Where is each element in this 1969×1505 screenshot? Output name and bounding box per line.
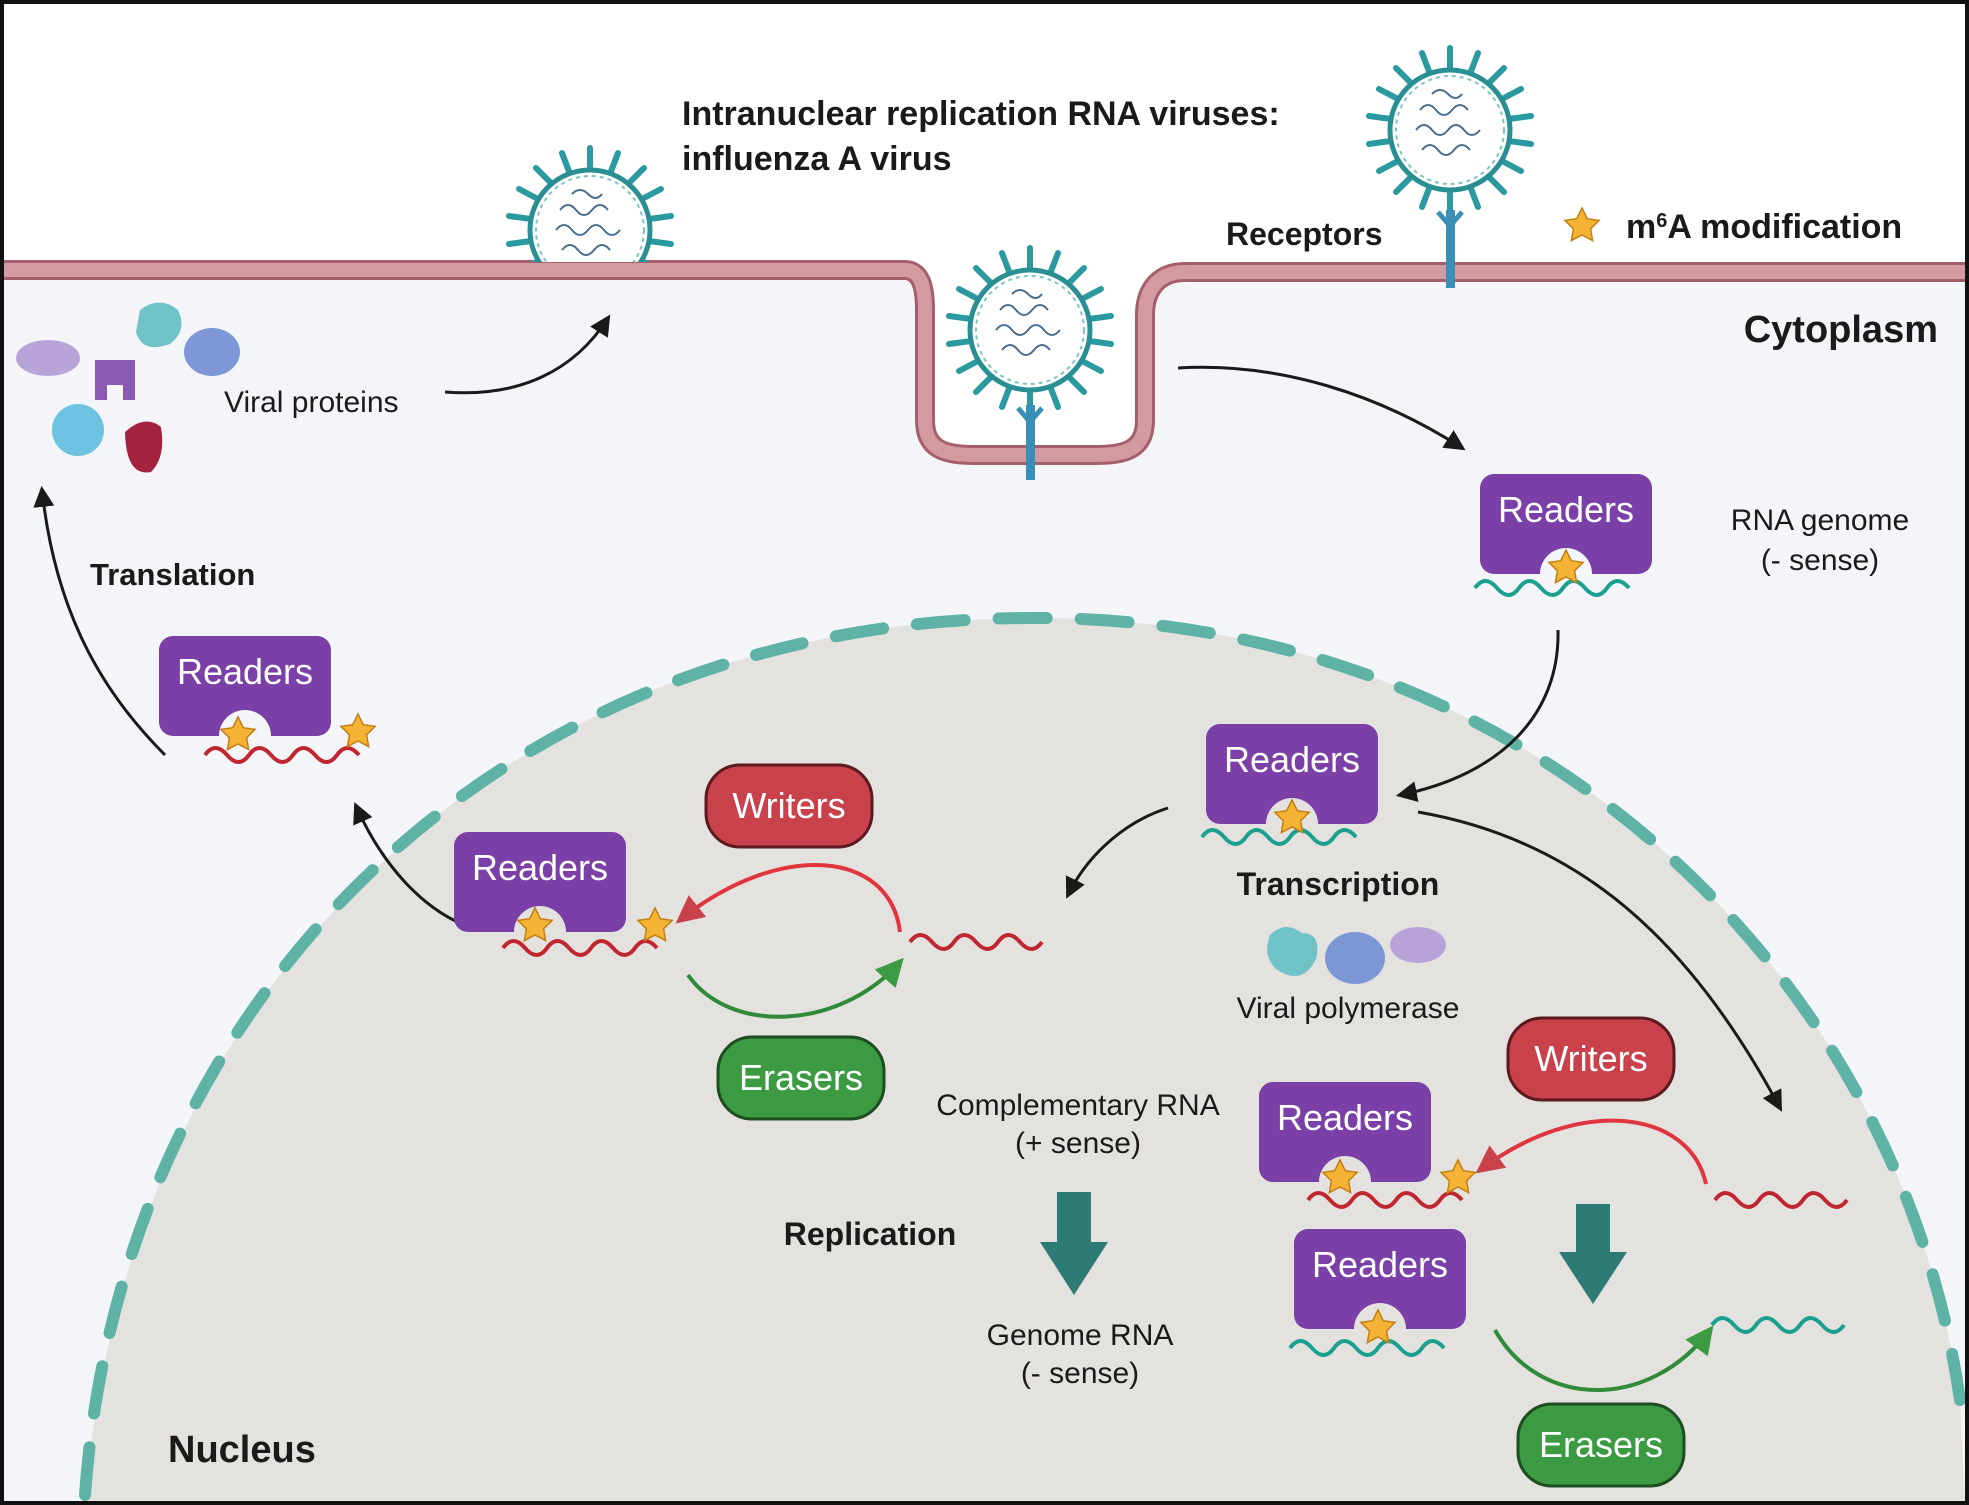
svg-text:Writers: Writers <box>732 785 845 826</box>
diagram-title-line2: influenza A virus <box>682 140 952 178</box>
erasers-box-right: Erasers <box>1516 1402 1686 1488</box>
viral-polymerase-label: Viral polymerase <box>1237 992 1460 1025</box>
arrow-to-mrna <box>1065 806 1169 899</box>
svg-text:Readers: Readers <box>1277 1097 1413 1138</box>
svg-text:Readers: Readers <box>1224 739 1360 780</box>
viral-proteins-label: Viral proteins <box>224 386 399 419</box>
arrow-to-replication <box>1417 810 1782 1112</box>
readers-box-crna: Readers <box>1259 1082 1476 1194</box>
erasers-box-left: Erasers <box>716 1035 886 1121</box>
complementary-rna-label-line2: (+ sense) <box>1015 1127 1141 1160</box>
writers-box-left: Writers <box>704 763 874 849</box>
export-mrna-strand <box>203 746 361 764</box>
translation-label: Translation <box>90 557 255 592</box>
svg-text:Erasers: Erasers <box>739 1057 863 1098</box>
arrow-proteins-to-budding <box>444 314 611 395</box>
diagram-title-line1: Intranuclear replication RNA viruses: <box>682 95 1280 133</box>
replication-label: Replication <box>784 1216 956 1252</box>
readers-box-mrna: Readers <box>454 832 673 942</box>
transcription-strand <box>1200 828 1358 846</box>
replication-arrow-left <box>1040 1192 1108 1295</box>
receptors-label: Receptors <box>1226 216 1383 252</box>
vrna-strand <box>1710 1316 1846 1334</box>
complementary-rna-label-line1: Complementary RNA <box>936 1089 1219 1122</box>
writer-cycle-arrow-right <box>1475 1118 1708 1185</box>
svg-text:Readers: Readers <box>472 847 608 888</box>
nuclear-envelope <box>79 611 1966 1501</box>
svg-text:Readers: Readers <box>1312 1244 1448 1285</box>
arrow-genome-to-nucleus <box>1395 629 1560 802</box>
receptor-icon-endocytosed <box>1016 405 1044 480</box>
methylated-crna-strand <box>1306 1191 1464 1209</box>
svg-text:Readers: Readers <box>177 651 313 692</box>
viral-proteins-icon <box>16 302 240 473</box>
arrow-to-export <box>353 802 473 930</box>
writers-box-right: Writers <box>1506 1016 1676 1102</box>
arrow-translation <box>33 485 167 757</box>
rna-genome-label-line2: (- sense) <box>1761 544 1879 577</box>
svg-text:Erasers: Erasers <box>1539 1424 1663 1465</box>
arrow-entry-to-cytoplasm <box>1177 365 1466 451</box>
writer-cycle-arrow-left <box>675 863 902 933</box>
nucleus-label: Nucleus <box>168 1429 316 1471</box>
readers-box-translation: Readers <box>159 636 376 751</box>
receptor-icon <box>1436 210 1464 288</box>
rna-genome-label-line1: RNA genome <box>1731 504 1909 537</box>
svg-text:Readers: Readers <box>1498 489 1634 530</box>
readers-box-vrna: Readers <box>1294 1229 1466 1344</box>
mrna-strand <box>908 933 1044 951</box>
cytoplasm-label: Cytoplasm <box>1744 309 1938 351</box>
methylated-mrna-strand <box>501 939 659 957</box>
viral-polymerase-icon <box>1267 926 1446 984</box>
crna-strand <box>1713 1191 1849 1209</box>
readers-box-transcription: Readers <box>1206 724 1378 834</box>
readers-box-cytoplasm: Readers <box>1480 474 1652 584</box>
transcription-label: Transcription <box>1237 866 1440 902</box>
methylated-vrna-strand <box>1288 1339 1446 1357</box>
svg-text:Writers: Writers <box>1534 1038 1647 1079</box>
eraser-cycle-arrow-right <box>1493 1325 1714 1392</box>
genome-rna-label-line2: (- sense) <box>1021 1357 1139 1390</box>
m6a-legend-label: m6A modification <box>1626 208 1902 246</box>
eraser-cycle-arrow-left <box>686 957 904 1019</box>
cell-membrane <box>0 263 1969 462</box>
genome-rna-label-line1: Genome RNA <box>987 1319 1174 1352</box>
replication-arrow-right <box>1559 1204 1627 1304</box>
rna-genome-strand <box>1473 579 1631 597</box>
